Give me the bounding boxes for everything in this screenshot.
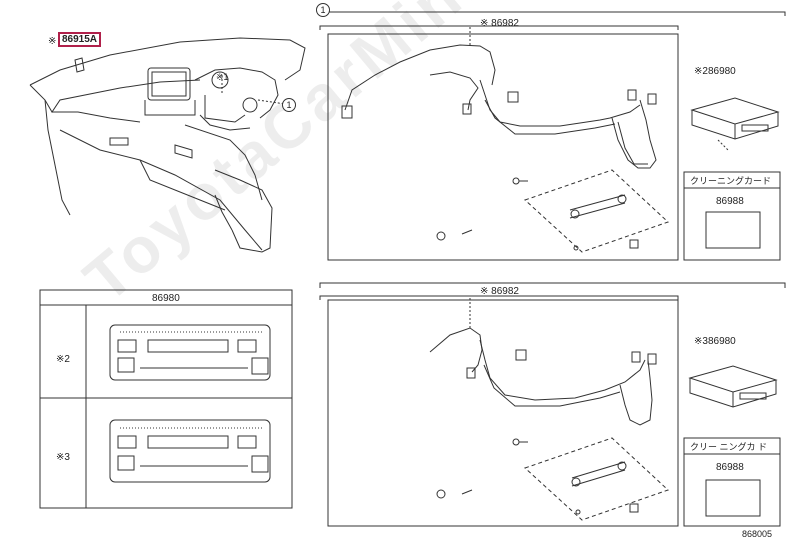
unit-label-top[interactable]: ※286980 (694, 66, 736, 77)
group-circle-1: 1 (316, 3, 330, 17)
harness-top (341, 26, 657, 169)
row-label-3: ※3 (56, 452, 70, 463)
bracket-top (436, 169, 669, 253)
part-number-86915a[interactable]: 86915A (58, 32, 102, 47)
callout-circle-1: 1 (282, 98, 296, 112)
module-top (690, 97, 780, 151)
panel-title-86980[interactable]: 86980 (152, 293, 180, 304)
dashboard-illustration (29, 37, 306, 253)
harness-label-top[interactable]: ※ 86982 (480, 18, 519, 29)
card-number-top[interactable]: 86988 (716, 196, 744, 207)
harness-bottom (429, 296, 657, 426)
diagram-code: 868005 (742, 529, 773, 539)
bracket-bottom (436, 437, 669, 521)
card-number-bottom[interactable]: 86988 (716, 462, 744, 473)
card-title-top: クリーニングカード (690, 176, 772, 186)
climate-panel-2 (109, 324, 271, 381)
climate-panel-3 (109, 419, 271, 483)
dash-ref-label: ※1 (216, 72, 229, 82)
unit-label-bottom[interactable]: ※386980 (694, 336, 736, 347)
module-bottom (688, 365, 778, 408)
ref-mark: ※ (48, 36, 57, 47)
harness-label-bottom[interactable]: ※ 86982 (480, 286, 519, 297)
card-title-bottom: クリー ニングカ ド (690, 442, 768, 452)
row-label-2: ※2 (56, 354, 70, 365)
